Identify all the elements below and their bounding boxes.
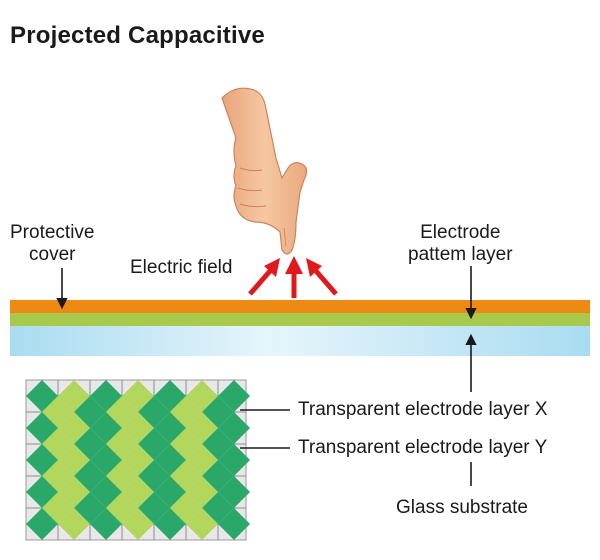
electrode-diamond-y xyxy=(122,508,154,540)
glass-substrate-label: Glass substrate xyxy=(396,497,528,518)
diagram-title: Projected Cappacitive xyxy=(10,22,265,49)
field-arrow-left xyxy=(248,258,280,296)
electrode-pattern-label: Electrode pattem layer xyxy=(408,222,513,266)
electric-field-label: Electric field xyxy=(130,257,233,278)
electrode-grid-panel xyxy=(25,379,250,541)
field-arrow-right xyxy=(306,258,338,296)
electrode-pattern-label-line2: pattem layer xyxy=(408,244,513,265)
protective-cover-label: Protective cover xyxy=(10,222,94,266)
electrode-diamond-x xyxy=(154,508,186,540)
field-arrow-center xyxy=(285,256,303,298)
electrode-diamond-y xyxy=(186,508,218,540)
electrode-pattern-label-line1: Electrode xyxy=(420,222,501,243)
glass-substrate-layer xyxy=(10,326,590,356)
protective-cover-label-line2: cover xyxy=(29,244,76,265)
electrode-diamond-x xyxy=(26,508,58,540)
electrode-diamond-y xyxy=(58,508,90,540)
electric-field-arrows xyxy=(248,256,338,298)
electrode-diamond-x xyxy=(90,508,122,540)
electrode-pattern-layer xyxy=(10,313,590,326)
electrode-diamond-x xyxy=(218,508,250,540)
electrode-layer-x-label: Transparent electrode layer X xyxy=(298,399,548,420)
protective-cover-label-line1: Protective xyxy=(10,222,95,243)
protective-cover-layer xyxy=(10,300,590,313)
pointing-hand-icon xyxy=(221,87,308,255)
electrode-layer-y-label: Transparent electrode layer Y xyxy=(298,437,548,458)
